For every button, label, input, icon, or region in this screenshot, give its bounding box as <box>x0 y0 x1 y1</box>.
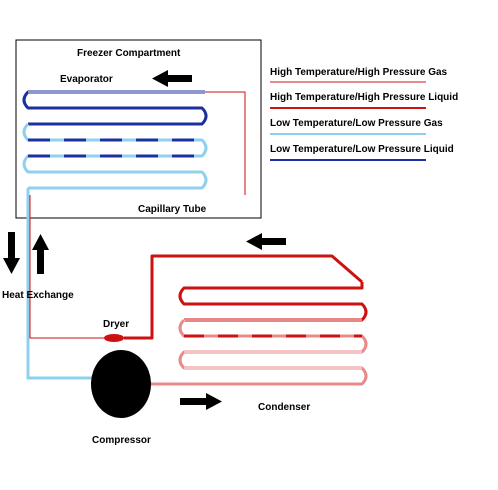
capillary-tube-label: Capillary Tube <box>138 204 207 215</box>
compressor <box>91 350 151 418</box>
condenser-coil-liquid <box>178 282 368 322</box>
legend-label-cold-liquid: Low Temperature/Low Pressure Liquid <box>270 144 454 155</box>
legend-label-hot-gas: High Temperature/High Pressure Gas <box>270 67 448 78</box>
evaporator-coil-liquid <box>22 90 208 126</box>
arrow-down-heat-exchange-icon <box>3 232 20 274</box>
arrow-left-evaporator-icon <box>152 70 192 87</box>
arrow-up-heat-exchange-icon <box>32 234 49 274</box>
suction-line <box>26 188 96 380</box>
arrow-left-condenser-icon <box>246 233 286 250</box>
compressor-label: Compressor <box>92 435 151 446</box>
legend-label-hot-liquid: High Temperature/High Pressure Liquid <box>270 92 458 103</box>
legend: High Temperature/High Pressure Gas High … <box>270 67 458 161</box>
evaporator-label: Evaporator <box>60 74 113 85</box>
legend-label-cold-gas: Low Temperature/Low Pressure Gas <box>270 118 443 129</box>
dryer <box>104 334 124 342</box>
heat-exchange-label: Heat Exchange <box>2 290 74 301</box>
evaporator-mixed-phase-dashes <box>28 138 202 158</box>
condenser-label: Condenser <box>258 402 310 413</box>
dryer-label: Dryer <box>103 319 129 330</box>
freezer-compartment-box <box>15 39 262 219</box>
arrow-right-compressor-icon <box>180 393 222 410</box>
dryer-to-condenser-line <box>124 254 363 340</box>
freezer-compartment-label: Freezer Compartment <box>77 48 181 59</box>
condenser-inner-stripes <box>184 319 362 369</box>
liquid-line <box>29 195 104 339</box>
capillary-tube <box>205 91 246 195</box>
